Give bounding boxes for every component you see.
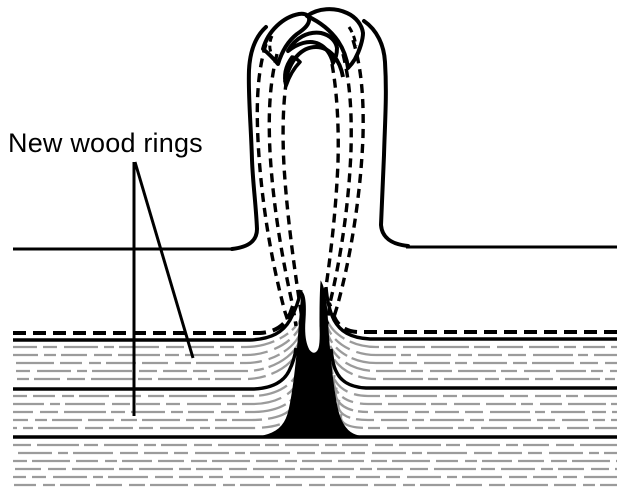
- hatch-row: [339, 411, 617, 430]
- branch-outline-right: [362, 19, 410, 248]
- bark-curl-right: [305, 7, 365, 70]
- dead-branch-core: [262, 280, 372, 438]
- ring-line-middle-left: [13, 347, 298, 391]
- branch-outline-left: [230, 25, 268, 251]
- branch-stub-outline: [230, 19, 410, 251]
- dashed-ring-left: [13, 302, 296, 335]
- ring-line-middle-right: [329, 348, 617, 390]
- hatch-row: [324, 306, 617, 349]
- pointer-line-diagonal: [133, 161, 195, 359]
- ring-line-upper-left: [13, 289, 303, 342]
- bark-curl-inner: [286, 30, 339, 65]
- new-wood-rings-label: New wood rings: [8, 128, 203, 158]
- hatch-row: [13, 387, 297, 414]
- dashed-ring-right: [327, 302, 617, 334]
- broken-bark-curls: [261, 7, 365, 88]
- hatch-row: [13, 321, 303, 365]
- bark-dash-left: [268, 35, 274, 56]
- hatch-row: [330, 362, 617, 398]
- hatch-row: [334, 387, 617, 414]
- hatch-row: [332, 374, 617, 406]
- stub-inner-arch: [283, 45, 345, 83]
- bark-dash-right: [347, 26, 358, 47]
- stub-ring-r3: [331, 39, 365, 321]
- stub-ring-l3: [281, 65, 305, 331]
- hatch-row: [326, 328, 617, 373]
- hatch-row: [325, 321, 617, 365]
- hatch-row: [327, 336, 617, 381]
- hatch-row: [337, 399, 617, 422]
- hatch-row: [13, 328, 303, 373]
- label-pointer-lines: [132, 161, 195, 416]
- stub-ring-r2: [325, 53, 353, 325]
- new-ring-dashed-line: [13, 302, 617, 335]
- trunk-surface-line: [13, 245, 617, 251]
- stub-ring-l1: [255, 43, 291, 325]
- hatch-row: [13, 336, 302, 381]
- stub-ring-r1: [319, 63, 340, 331]
- hatch-row: [324, 313, 617, 357]
- stub-ring-l2: [267, 53, 298, 327]
- hatch-row: [13, 399, 295, 422]
- stub-ring-dashed-lines: [255, 39, 365, 331]
